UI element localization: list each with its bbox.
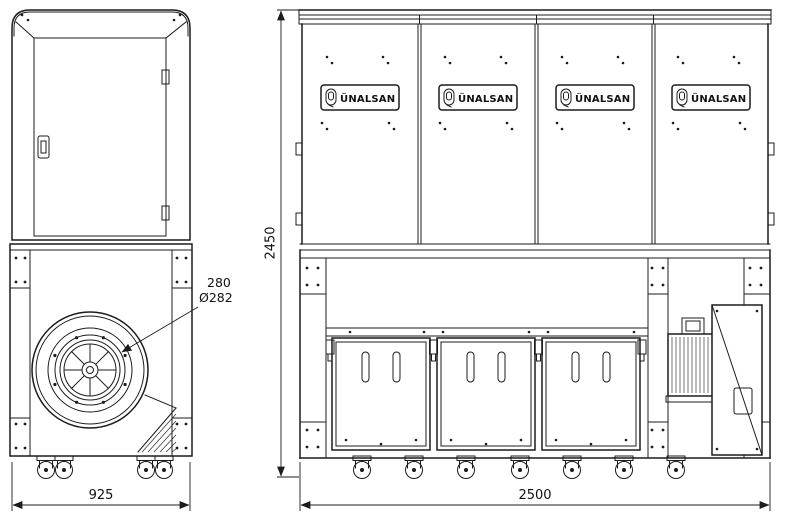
brand-logo-text: ÜNALSAN — [691, 91, 746, 105]
edge-hinge — [767, 142, 775, 156]
brand-logo-text: ÜNALSAN — [575, 91, 630, 105]
brand-icon — [560, 88, 572, 108]
filter-drawer-3 — [541, 337, 641, 451]
leader-arrow — [121, 306, 199, 353]
brand-icon — [443, 88, 455, 108]
fan-spokes — [63, 343, 117, 397]
brand-logo-text: ÜNALSAN — [340, 91, 395, 105]
front-base-frame — [299, 249, 771, 459]
inlet-diameter-label: Ø282 — [199, 290, 233, 305]
panel-window — [733, 387, 753, 415]
screw-dots — [555, 55, 631, 131]
outlet-louver-hatch — [137, 394, 177, 453]
brand-icon — [325, 88, 337, 108]
filter-drawer-2 — [436, 337, 536, 451]
side-access-panel — [711, 304, 763, 456]
inlet-width-label: 280 — [207, 275, 231, 290]
drawer-handle — [361, 351, 370, 383]
brand-logo-panel-4: ÜNALSAN — [671, 55, 751, 131]
drawer-handle — [497, 351, 506, 383]
motor-base — [665, 395, 719, 403]
filter-drawer-1 — [331, 337, 431, 451]
front-width-label: 2500 — [518, 488, 551, 503]
front-upper-cabinet — [295, 23, 775, 251]
screw-dots — [671, 55, 747, 131]
door-latch — [37, 135, 50, 159]
side-cabinet — [11, 9, 191, 241]
motor-terminal-box — [681, 317, 705, 335]
side-base-frame — [9, 243, 193, 457]
blower-fan — [31, 311, 177, 453]
post-bolt-dots — [305, 266, 763, 449]
edge-hinge — [295, 142, 303, 156]
door-hinge-bottom — [161, 205, 170, 221]
edge-hinge — [767, 212, 775, 226]
front-view: ÜNALSAN ÜNALSAN — [295, 9, 775, 479]
screw-dots — [320, 55, 396, 131]
edge-hinge — [295, 212, 303, 226]
dimension-side-width: 925 — [11, 462, 191, 511]
flange-bolt-dots — [53, 336, 127, 404]
brand-logo-panel-2: ÜNALSAN — [438, 55, 518, 131]
motor-cooling-fins — [671, 337, 713, 393]
brand-logo-text: ÜNALSAN — [458, 91, 513, 105]
drawer-latch-clips — [325, 339, 647, 362]
brand-logo-panel-1: ÜNALSAN — [320, 55, 400, 131]
corner-bolt-dots — [14, 256, 188, 450]
side-casters — [36, 455, 174, 479]
brand-icon — [676, 88, 688, 108]
front-casters — [352, 455, 686, 479]
front-height-label: 2450 — [264, 226, 279, 259]
screw-dots — [438, 55, 514, 131]
dimension-front-height: 2450 — [264, 9, 299, 478]
drawer-handle — [602, 351, 611, 383]
brand-logo-panel-3: ÜNALSAN — [555, 55, 635, 131]
door-hinge-top — [161, 69, 170, 85]
side-door-panel — [33, 37, 167, 237]
drawer-handle — [571, 351, 580, 383]
fan-inlet-annotation: 280 Ø282 — [121, 275, 233, 353]
side-width-label: 925 — [89, 488, 114, 503]
drawer-handle — [392, 351, 401, 383]
screw-dots — [20, 13, 182, 22]
dimension-front-width: 2500 — [299, 462, 771, 511]
drawer-guide-rail — [325, 327, 649, 337]
side-view — [9, 9, 193, 479]
drawer-handle — [466, 351, 475, 383]
front-top-cap — [298, 9, 772, 25]
